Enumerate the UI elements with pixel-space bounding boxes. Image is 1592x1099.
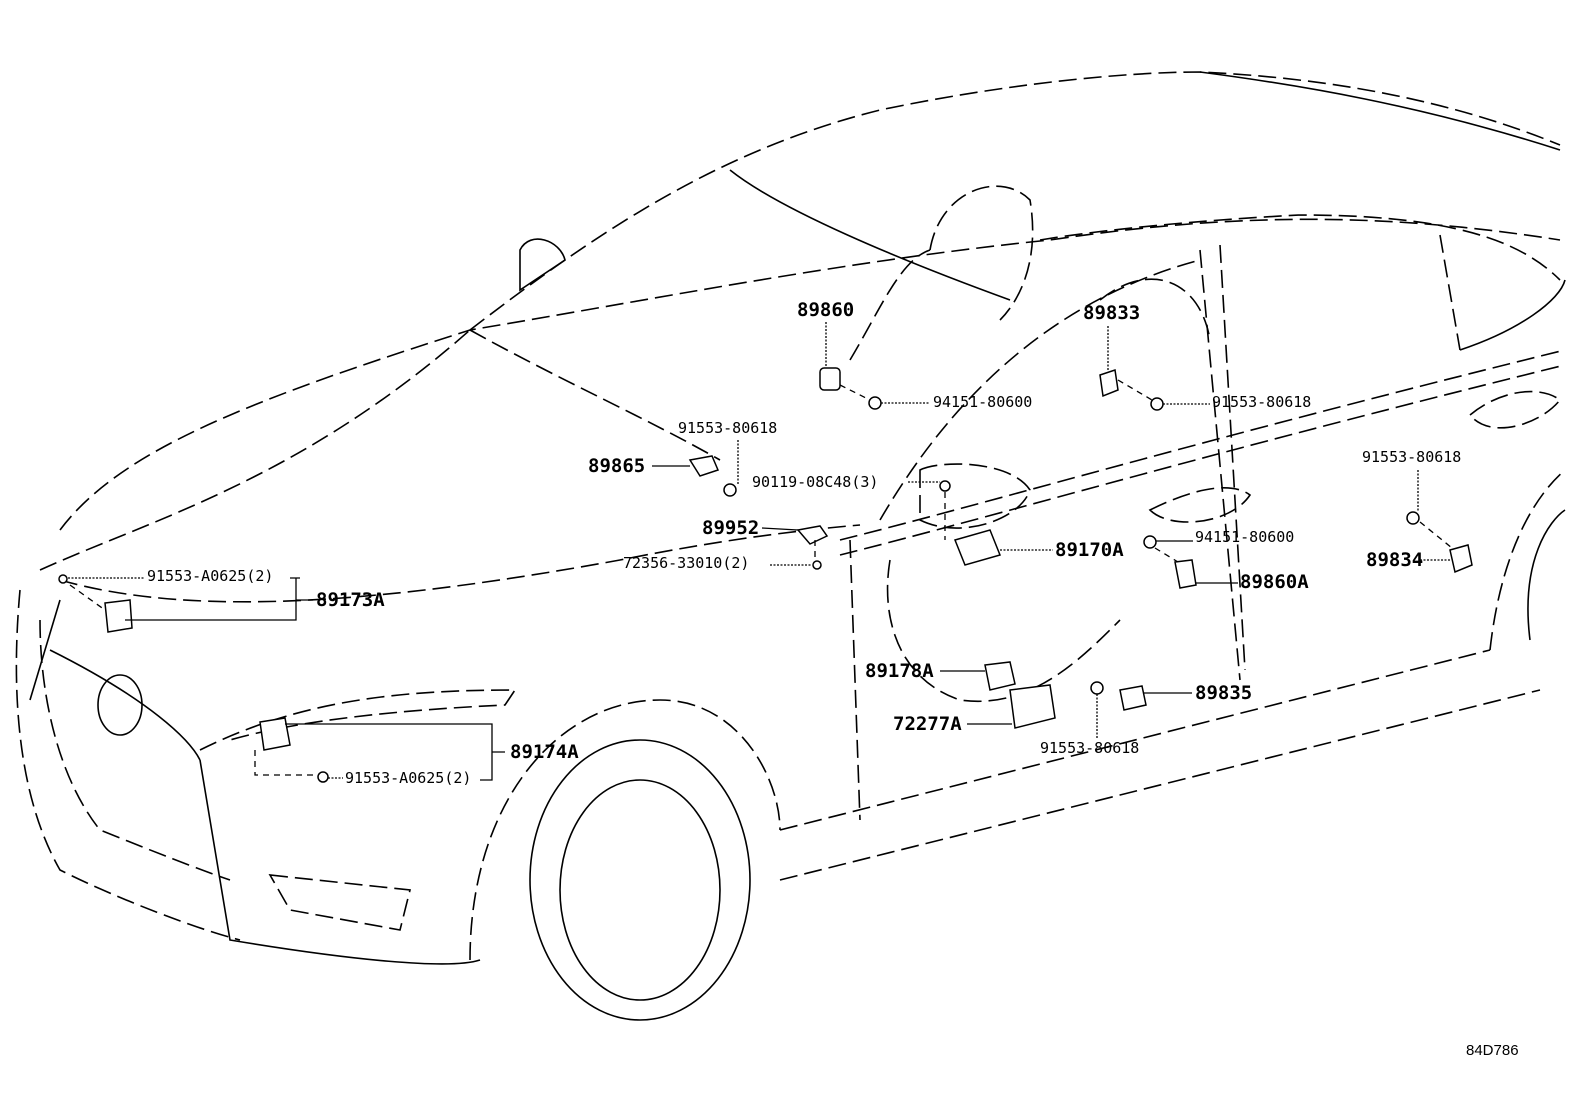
label-89860: 89860 [797,299,855,321]
label-91553-80618: 91553-80618 [678,419,778,437]
part-89833 [1099,369,1119,398]
part-89170A [953,529,1002,566]
label-89833: 89833 [1083,302,1141,324]
label-89173a: 89173A [316,589,385,611]
part-89860 [819,367,841,391]
label-91553-80618: 91553-80618 [1362,448,1462,466]
part-89865 [688,455,720,477]
label-89174a: 89174A [510,741,579,763]
label-94151-80600: 94151-80600 [1195,528,1295,546]
label-89178a: 89178A [865,660,934,682]
part-72277A [1009,684,1056,729]
label-72356-33010: 72356-33010(2) [623,554,750,572]
label-89835: 89835 [1195,682,1253,704]
label-94151-80600: 94151-80600 [933,393,1033,411]
part-89860A [1174,559,1197,589]
label-91553-a0625: 91553-A0625(2) [345,769,472,787]
part-89834 [1449,544,1473,574]
label-89170a: 89170A [1055,539,1124,561]
label-89952: 89952 [702,517,760,539]
part-89174A [259,717,291,751]
label-72277a: 72277A [893,713,962,735]
label-89860a: 89860A [1240,571,1309,593]
part-89173A [104,599,133,633]
label-90119-08c48: 90119-08C48(3) [752,473,879,491]
part-89835 [1119,685,1147,711]
label-89865: 89865 [588,455,646,477]
label-91553-a0625: 91553-A0625(2) [147,567,274,585]
diagram-code: 84D786 [1466,1042,1519,1059]
label-89834: 89834 [1366,549,1424,571]
part-89178A [984,661,1016,691]
label-91553-80618: 91553-80618 [1040,739,1140,757]
part-89952 [796,525,829,545]
label-91553-80618: 91553-80618 [1212,393,1312,411]
